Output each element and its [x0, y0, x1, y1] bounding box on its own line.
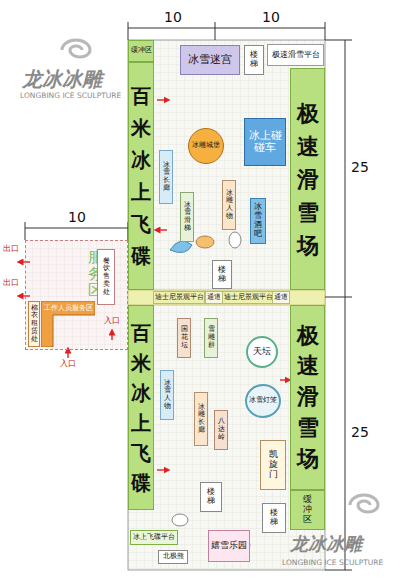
zone-box: 通道 — [205, 291, 223, 304]
zone-name: 冰上飞碟平台 — [133, 534, 175, 542]
gate-label: 出口 — [3, 245, 19, 254]
sculpture-shapes — [170, 232, 250, 552]
zone-column: 棉衣租赁处 — [28, 301, 40, 347]
flow-arrows — [20, 100, 288, 470]
zone-name: 通道 — [207, 294, 221, 301]
watermark: 龙冰冰雕 — [22, 68, 102, 90]
zone-box: 冰雪迷宫 — [180, 45, 240, 75]
zone-name: 楼梯 — [250, 51, 258, 69]
zone-name: 极速滑雪场 — [297, 97, 319, 262]
zone-column: 楼梯 — [200, 482, 222, 512]
zone-name: 工作人员服务区 — [44, 301, 93, 315]
zone-column: 冰雪人物 — [160, 370, 174, 420]
zone-name: 八达岭 — [218, 418, 225, 441]
zone-name: 国花坛 — [181, 326, 188, 349]
zone-box: 嬉雪乐园 — [208, 530, 250, 562]
attraction-circle: 冰雕城堡 — [188, 128, 224, 164]
zone-column: 楼梯 — [262, 503, 286, 533]
zone-name: 百米冰上飞碟 — [131, 80, 151, 272]
zone-name: 北极熊 — [163, 553, 184, 561]
zone-box: 迪士尼景观平台 — [153, 291, 205, 304]
zone-name: 冰雪迷宫 — [188, 54, 232, 66]
zone-box: 极速滑雪平台 — [267, 44, 324, 66]
zone-column: 极速滑雪场 — [290, 305, 325, 490]
zone-name: 冰雪滑梯 — [184, 202, 191, 233]
zone-name: 冰雪长廊 — [163, 162, 170, 193]
watermark: 龙冰冰雕 — [290, 534, 362, 554]
zone-name: 嬉雪乐园 — [211, 541, 247, 551]
zone-box: 冰上碰碰车 — [244, 118, 286, 166]
zone-column: 冰雪滑梯 — [180, 192, 194, 242]
zone-column: 楼梯 — [212, 260, 232, 289]
zone-column: 国花坛 — [177, 318, 191, 358]
zone-name: 百米冰上飞碟 — [131, 318, 151, 498]
watermark: LONGBING ICE SCULPTURE — [20, 92, 121, 100]
zone-name: 餐饮售卖处 — [103, 258, 110, 296]
zone-name: 迪士尼景观平台 — [224, 294, 273, 301]
zone-name: 冰雪灯笼 — [249, 397, 277, 405]
dimension-label: 10 — [260, 10, 282, 25]
dimension-label: 25 — [349, 425, 371, 440]
zone-box: 缓冲区 — [128, 40, 154, 62]
zone-column: 雪雕群 — [204, 318, 218, 358]
dimension-label: 25 — [349, 160, 371, 175]
attraction-circle: 冰雪灯笼 — [245, 384, 281, 418]
zone-column: 百米冰上飞碟 — [128, 62, 154, 290]
zone-column: 八达岭 — [214, 410, 228, 450]
service-floor — [25, 240, 128, 350]
zone-name: 天坛 — [253, 347, 271, 357]
zone-name: 冰上碰碰车 — [246, 130, 284, 154]
zone-column: 缓冲区 — [290, 490, 325, 530]
zone-name: 冰雕城堡 — [192, 142, 220, 150]
zone-column: 餐饮售卖处 — [97, 249, 115, 305]
floor-area — [128, 40, 325, 570]
dimension-label: 10 — [162, 10, 184, 25]
dimension-lines — [25, 22, 352, 570]
gate-label: 入口 — [104, 317, 120, 326]
middle-bar — [128, 290, 325, 305]
zone-name: 极速滑雪场 — [297, 321, 319, 475]
gate-label: 出口 — [3, 279, 19, 288]
zone-column: 凯旋门 — [260, 440, 286, 490]
zone-column: 楼梯 — [244, 45, 264, 75]
zone-column: 极速滑雪场 — [290, 68, 325, 290]
zone-name: 楼梯 — [207, 488, 215, 506]
zone-name: 雪雕群 — [208, 326, 215, 349]
zone-name: 楼梯 — [218, 266, 226, 284]
zone-box: 北极熊 — [158, 550, 188, 564]
zone-column: 冰雕长廊 — [194, 392, 208, 446]
zone-column: 冰雪酒吧 — [250, 198, 266, 244]
watermark-icon — [62, 40, 378, 512]
zone-name: 通道 — [274, 294, 288, 301]
zone-name: 冰雪酒吧 — [254, 203, 262, 238]
zone-column: 百米冰上飞碟 — [128, 305, 154, 510]
attraction-circle: 天坛 — [246, 336, 278, 368]
zone-name: 楼梯 — [270, 509, 278, 527]
zone-name: 冰雕长廊 — [198, 404, 205, 435]
zone-box: 冰上飞碟平台 — [130, 530, 178, 545]
gate-label: 入口 — [60, 360, 76, 369]
zone-name: 缓冲区 — [303, 495, 312, 525]
watermark: LONGBING ICE SCULPTURE — [282, 559, 383, 567]
zone-column: 冰雪长廊 — [159, 150, 173, 204]
zone-column: 服务区餐饮售卖处工作人员服务区棉衣租赁处 — [25, 240, 128, 350]
dimension-label: 10 — [66, 210, 88, 225]
zone-name: 缓冲区 — [131, 47, 152, 55]
zone-name: 冰雕人物 — [226, 190, 233, 221]
zone-name: 棉衣租赁处 — [31, 305, 38, 343]
zone-name: 凯旋门 — [269, 450, 278, 480]
zone-box: 通道 — [272, 291, 290, 304]
zone-name: 迪士尼景观平台 — [155, 294, 204, 301]
zone-name: 极速滑雪平台 — [272, 51, 320, 60]
zone-name: 冰雪人物 — [164, 380, 171, 411]
zone-box: 迪士尼景观平台 — [222, 291, 274, 304]
zone-box: 工作人员服务区 — [41, 301, 95, 347]
zone-column: 冰雕人物 — [222, 180, 236, 230]
